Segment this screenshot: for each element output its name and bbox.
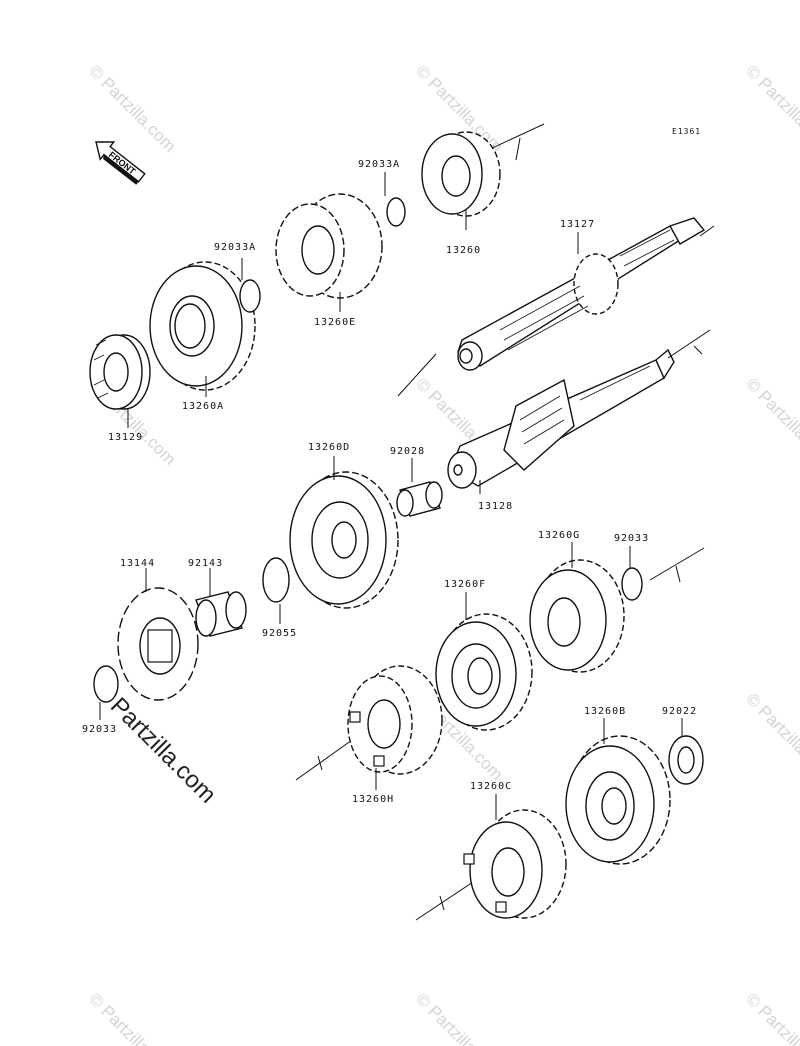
- callout-13260: 13260: [446, 245, 481, 256]
- callout-13260E: 13260E: [314, 317, 356, 328]
- watermark-9: © Partzilla.com: [85, 989, 179, 1046]
- callout-13260D: 13260D: [308, 442, 350, 453]
- shaft-13128: [447, 329, 711, 489]
- gear-13260F: [435, 613, 533, 731]
- callout-92033-left: 92033: [82, 724, 117, 735]
- callout-92055: 92055: [262, 628, 297, 639]
- gear-13260E: [275, 193, 383, 299]
- washer-92022: [668, 735, 704, 785]
- callout-92143: 92143: [188, 558, 223, 569]
- gear-13260B: [565, 735, 671, 865]
- diagram-code: E1361: [672, 127, 701, 136]
- gear-13260D: [289, 471, 399, 609]
- callout-92028: 92028: [390, 446, 425, 457]
- sprocket-13144: [117, 587, 199, 701]
- callout-13260A: 13260A: [182, 401, 224, 412]
- callout-92033-right: 92033: [614, 533, 649, 544]
- callout-13129: 13129: [108, 432, 143, 443]
- watermark-3: © Partzilla.com: [742, 61, 800, 155]
- watermark-6: © Partzilla.com: [742, 374, 800, 468]
- front-arrow-icon: FRONT: [95, 141, 146, 185]
- oring-92055: [262, 557, 290, 603]
- callout-13260B: 13260B: [584, 706, 626, 717]
- bushing-92028: [396, 481, 443, 517]
- gear-13260: [421, 123, 545, 217]
- callout-13260H: 13260H: [352, 794, 394, 805]
- callout-13260F: 13260F: [444, 579, 486, 590]
- callout-13260G: 13260G: [538, 530, 580, 541]
- gear-13260A: [149, 261, 256, 391]
- collar-92143: [195, 591, 247, 637]
- gear-13260H: [295, 665, 443, 781]
- callout-13127: 13127: [560, 219, 595, 230]
- callout-13260C: 13260C: [470, 781, 512, 792]
- watermark-8: © Partzilla.com: [742, 689, 800, 783]
- gear-13260C: [415, 809, 567, 921]
- shaft-13127: [397, 217, 715, 397]
- callout-13128: 13128: [478, 501, 513, 512]
- watermark-11: © Partzilla.com: [742, 989, 800, 1046]
- gear-13129: [89, 334, 151, 410]
- circlip-92033A-1: [239, 279, 261, 313]
- callout-92033A-1: 92033A: [214, 242, 256, 253]
- gear-13260G: [529, 559, 625, 673]
- circlip-92033A-2: [386, 197, 406, 227]
- watermark-10: © Partzilla.com: [412, 989, 506, 1046]
- circlip-92033-right: [621, 567, 643, 601]
- circlip-92033-left: [93, 665, 119, 703]
- callout-13144: 13144: [120, 558, 155, 569]
- callout-92033A-2: 92033A: [358, 159, 400, 170]
- callout-92022: 92022: [662, 706, 697, 717]
